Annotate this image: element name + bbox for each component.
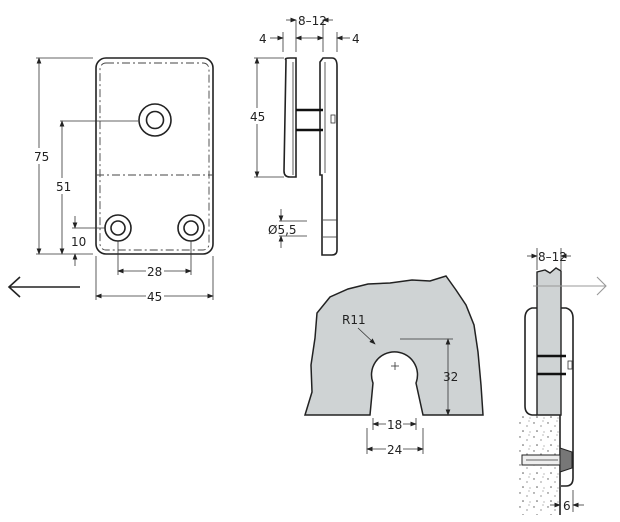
left-clamp-plate bbox=[524, 307, 537, 416]
arrow-left-icon bbox=[7, 276, 80, 298]
dim-right-4-label: 4 bbox=[352, 32, 360, 46]
right-hole-outer bbox=[177, 214, 205, 242]
glass-cutout-shape bbox=[303, 275, 484, 416]
plate-hidden-edge bbox=[99, 62, 210, 251]
dim-51-label: 51 bbox=[56, 180, 71, 194]
top-hole-inner bbox=[145, 110, 165, 130]
anchor-screw-icon bbox=[521, 447, 573, 473]
side-view: 4 8–12 4 45 Ø5,5 bbox=[249, 14, 360, 256]
dim-diameter-label: Ø5,5 bbox=[268, 223, 297, 237]
right-plate bbox=[319, 57, 338, 256]
plate-outline bbox=[95, 57, 214, 255]
dim-18-label: 18 bbox=[387, 418, 402, 432]
center-mark bbox=[391, 362, 399, 370]
arrow-right-icon bbox=[533, 276, 607, 296]
dim-left-4-label: 4 bbox=[259, 32, 267, 46]
dim-assembly-8-12-label: 8–12 bbox=[538, 250, 567, 264]
cutout-view: R11 32 18 24 bbox=[303, 275, 484, 457]
assembly-view: 8–12 6 bbox=[518, 248, 607, 515]
right-clamp-plate bbox=[561, 307, 574, 487]
right-hole-inner bbox=[183, 220, 199, 236]
dim-10-label: 10 bbox=[71, 235, 86, 249]
dim-8-12-label: 8–12 bbox=[298, 14, 327, 28]
glass-panel bbox=[536, 267, 562, 416]
dim-75-label: 75 bbox=[34, 150, 49, 164]
dim-28-label: 28 bbox=[147, 265, 162, 279]
left-hole-outer bbox=[104, 214, 132, 242]
dim-r11-label: R11 bbox=[342, 313, 366, 327]
front-view: 75 51 10 28 45 bbox=[7, 57, 214, 304]
left-hole-inner bbox=[110, 220, 126, 236]
dim-32-label: 32 bbox=[443, 370, 458, 384]
dim-6-label: 6 bbox=[563, 499, 571, 513]
dim-24-label: 24 bbox=[387, 443, 402, 457]
top-hole-outer bbox=[138, 103, 172, 137]
dim-side-45-label: 45 bbox=[250, 110, 265, 124]
dim-45-label: 45 bbox=[147, 290, 162, 304]
left-plate bbox=[283, 57, 297, 178]
